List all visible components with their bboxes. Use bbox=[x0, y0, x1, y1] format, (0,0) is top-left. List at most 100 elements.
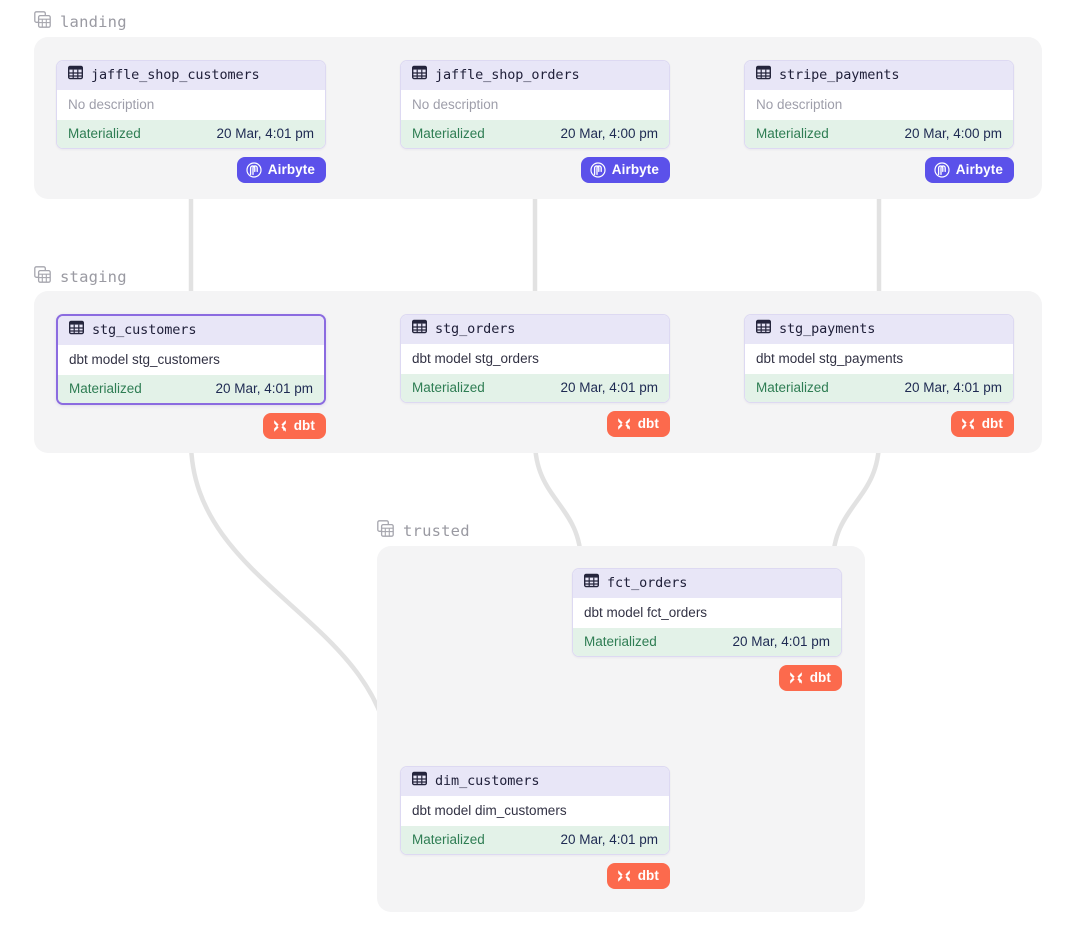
badge-label: dbt bbox=[637, 868, 659, 884]
node-status-row: Materialized 20 Mar, 4:00 pm bbox=[401, 120, 669, 148]
dbt-badge[interactable]: dbt bbox=[950, 411, 1014, 437]
node-title: jaffle_shop_orders bbox=[435, 67, 580, 83]
node-status-row: Materialized 20 Mar, 4:01 pm bbox=[57, 120, 325, 148]
table-group-icon bbox=[377, 520, 394, 541]
status-badge: Materialized bbox=[69, 381, 142, 396]
dbt-badge[interactable]: dbt bbox=[606, 863, 670, 889]
node-timestamp: 20 Mar, 4:01 pm bbox=[216, 126, 314, 141]
table-group-icon bbox=[34, 266, 51, 287]
node-card[interactable]: jaffle_shop_orders No description Materi… bbox=[400, 60, 670, 149]
dbt-logo-icon bbox=[616, 868, 632, 884]
dbt-logo-icon bbox=[960, 416, 976, 432]
group-label-text: staging bbox=[60, 267, 127, 286]
group-label-staging: staging bbox=[34, 266, 127, 287]
node-dim-customers[interactable]: dim_customers dbt model dim_customers Ma… bbox=[400, 766, 670, 889]
table-icon bbox=[583, 573, 600, 593]
node-timestamp: 20 Mar, 4:01 pm bbox=[560, 832, 658, 847]
node-card-header: stripe_payments bbox=[745, 61, 1013, 90]
node-description: No description bbox=[401, 90, 669, 120]
badge-label: dbt bbox=[809, 670, 831, 686]
dbt-logo-icon bbox=[616, 416, 632, 432]
node-stg-customers[interactable]: stg_customers dbt model stg_customers Ma… bbox=[56, 314, 326, 439]
node-card-header: stg_customers bbox=[58, 316, 324, 345]
node-timestamp: 20 Mar, 4:00 pm bbox=[560, 126, 658, 141]
node-title: stripe_payments bbox=[779, 67, 900, 83]
node-title: dim_customers bbox=[435, 773, 540, 789]
node-card-header: stg_orders bbox=[401, 315, 669, 344]
airbyte-logo-icon bbox=[246, 162, 262, 178]
node-status-row: Materialized 20 Mar, 4:01 pm bbox=[745, 374, 1013, 402]
node-description: dbt model stg_customers bbox=[58, 345, 324, 375]
dbt-badge[interactable]: dbt bbox=[778, 665, 842, 691]
airbyte-logo-icon bbox=[934, 162, 950, 178]
node-description: dbt model dim_customers bbox=[401, 796, 669, 826]
node-card-header: dim_customers bbox=[401, 767, 669, 796]
badge-label: dbt bbox=[981, 416, 1003, 432]
node-title: jaffle_shop_customers bbox=[91, 67, 260, 83]
status-badge: Materialized bbox=[756, 126, 829, 141]
node-card[interactable]: fct_orders dbt model fct_orders Material… bbox=[572, 568, 842, 657]
vendor-badge-row: Airbyte bbox=[744, 157, 1014, 183]
node-jaffle-shop-orders[interactable]: jaffle_shop_orders No description Materi… bbox=[400, 60, 670, 183]
node-card-header: jaffle_shop_orders bbox=[401, 61, 669, 90]
node-description: dbt model fct_orders bbox=[573, 598, 841, 628]
edge-stg-orders-to-fct-orders bbox=[532, 438, 585, 567]
table-icon bbox=[755, 319, 772, 339]
badge-label: Airbyte bbox=[611, 162, 659, 178]
node-card[interactable]: stg_orders dbt model stg_orders Material… bbox=[400, 314, 670, 403]
badge-label: Airbyte bbox=[267, 162, 315, 178]
group-label-trusted: trusted bbox=[377, 520, 470, 541]
node-title: stg_orders bbox=[435, 321, 516, 337]
status-badge: Materialized bbox=[412, 832, 485, 847]
dbt-badge[interactable]: dbt bbox=[262, 413, 326, 439]
node-card[interactable]: stripe_payments No description Materiali… bbox=[744, 60, 1014, 149]
table-icon bbox=[68, 320, 85, 340]
table-group-icon bbox=[34, 11, 51, 32]
node-status-row: Materialized 20 Mar, 4:01 pm bbox=[573, 628, 841, 656]
vendor-badge-row: dbt bbox=[400, 411, 670, 437]
airbyte-badge[interactable]: Airbyte bbox=[236, 157, 326, 183]
badge-label: Airbyte bbox=[955, 162, 1003, 178]
airbyte-badge[interactable]: Airbyte bbox=[580, 157, 670, 183]
node-fct-orders[interactable]: fct_orders dbt model fct_orders Material… bbox=[572, 568, 842, 691]
badge-label: dbt bbox=[293, 418, 315, 434]
dbt-badge[interactable]: dbt bbox=[606, 411, 670, 437]
node-stg-payments[interactable]: stg_payments dbt model stg_payments Mate… bbox=[744, 314, 1014, 437]
group-label-text: landing bbox=[60, 12, 127, 31]
node-status-row: Materialized 20 Mar, 4:01 pm bbox=[401, 374, 669, 402]
node-description: No description bbox=[57, 90, 325, 120]
node-description: dbt model stg_orders bbox=[401, 344, 669, 374]
status-badge: Materialized bbox=[584, 634, 657, 649]
node-card[interactable]: jaffle_shop_customers No description Mat… bbox=[56, 60, 326, 149]
node-description: No description bbox=[745, 90, 1013, 120]
dbt-logo-icon bbox=[272, 418, 288, 434]
node-card-header: fct_orders bbox=[573, 569, 841, 598]
node-card-header: stg_payments bbox=[745, 315, 1013, 344]
node-timestamp: 20 Mar, 4:01 pm bbox=[560, 380, 658, 395]
status-badge: Materialized bbox=[412, 126, 485, 141]
node-status-row: Materialized 20 Mar, 4:01 pm bbox=[401, 826, 669, 854]
dbt-logo-icon bbox=[788, 670, 804, 686]
node-title: stg_customers bbox=[92, 322, 197, 338]
node-card[interactable]: stg_customers dbt model stg_customers Ma… bbox=[56, 314, 326, 405]
node-stg-orders[interactable]: stg_orders dbt model stg_orders Material… bbox=[400, 314, 670, 437]
badge-label: dbt bbox=[637, 416, 659, 432]
node-jaffle-shop-customers[interactable]: jaffle_shop_customers No description Mat… bbox=[56, 60, 326, 183]
vendor-badge-row: dbt bbox=[400, 863, 670, 889]
node-status-row: Materialized 20 Mar, 4:01 pm bbox=[58, 375, 324, 403]
status-badge: Materialized bbox=[68, 126, 141, 141]
edge-stg-customers-to-dim-customers bbox=[188, 438, 395, 774]
node-card[interactable]: stg_payments dbt model stg_payments Mate… bbox=[744, 314, 1014, 403]
table-icon bbox=[411, 771, 428, 791]
table-icon bbox=[755, 65, 772, 85]
table-icon bbox=[67, 65, 84, 85]
table-icon bbox=[411, 319, 428, 339]
airbyte-badge[interactable]: Airbyte bbox=[924, 157, 1014, 183]
node-title: stg_payments bbox=[779, 321, 876, 337]
node-timestamp: 20 Mar, 4:00 pm bbox=[904, 126, 1002, 141]
node-stripe-payments[interactable]: stripe_payments No description Materiali… bbox=[744, 60, 1014, 183]
status-badge: Materialized bbox=[756, 380, 829, 395]
node-card[interactable]: dim_customers dbt model dim_customers Ma… bbox=[400, 766, 670, 855]
edge-stg-payments-to-fct-orders bbox=[829, 438, 882, 568]
